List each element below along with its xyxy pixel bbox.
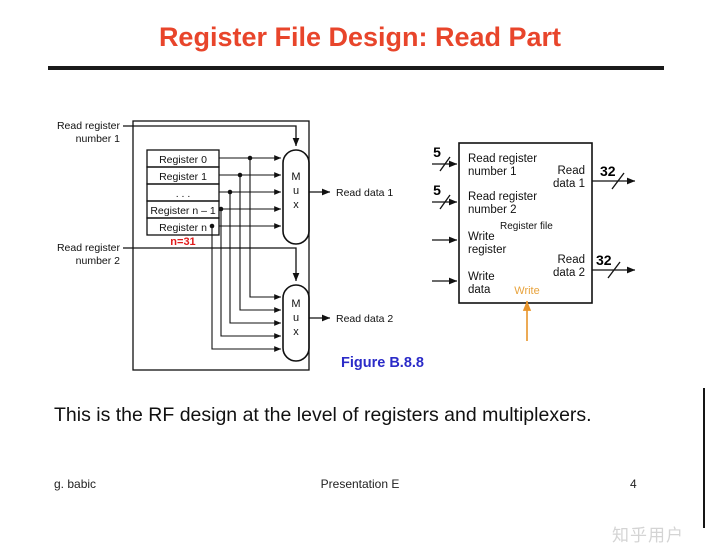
right-input-1-line2: number 1 <box>468 166 517 178</box>
right-output-1-line2: data 1 <box>553 178 585 190</box>
register-label-1: Register 1 <box>159 171 207 183</box>
right-page-rule <box>703 388 705 528</box>
summary-sentence: This is the RF design at the level of re… <box>54 404 592 426</box>
register-label-n-1: Register n – 1 <box>150 205 216 217</box>
footer-presentation: Presentation E <box>320 477 400 491</box>
left-input-2-line1: Read register <box>57 242 121 254</box>
left-input-1-line2: number 1 <box>76 133 121 145</box>
write-control-label: Write <box>514 285 539 297</box>
left-output-2-label: Read data 2 <box>336 313 393 325</box>
right-block-title: Register file <box>500 221 553 232</box>
footer-author: g. babic <box>54 477 97 491</box>
mux1-letter-m: M <box>291 171 300 183</box>
register-label-0: Register 0 <box>159 154 207 166</box>
right-input-3-line1: Write <box>468 231 495 243</box>
register-label-n: Register n <box>159 222 207 234</box>
right-output-1-line1: Read <box>558 165 586 177</box>
mux2-letter-m: M <box>291 298 300 310</box>
register-label-ellipsis: . . . <box>176 188 191 200</box>
n-value-note: n=31 <box>170 236 195 248</box>
mux2-letter-u: u <box>293 312 299 324</box>
mux2-letter-x: x <box>293 326 299 338</box>
right-output-2-line2: data 2 <box>553 267 585 279</box>
right-input-4-line1: Write <box>468 271 495 283</box>
right-input-3-line2: register <box>468 244 507 256</box>
output-width-1: 32 <box>600 163 616 179</box>
right-input-1-line1: Read register <box>468 153 537 165</box>
left-output-1-label: Read data 1 <box>336 187 393 199</box>
right-input-2-line2: number 2 <box>468 204 517 216</box>
input-width-1: 5 <box>433 144 441 160</box>
right-input-4-line2: data <box>468 284 491 296</box>
footer-page-number: 4 <box>630 477 637 491</box>
right-output-2-line1: Read <box>558 254 586 266</box>
left-input-2-line2: number 2 <box>76 255 121 267</box>
page-title: Register File Design: Read Part <box>158 22 562 52</box>
right-input-2-line1: Read register <box>468 191 537 203</box>
watermark: 知乎用户 <box>612 526 684 545</box>
mux1-letter-u: u <box>293 185 299 197</box>
mux1-letter-x: x <box>293 199 299 211</box>
title-divider <box>48 66 664 70</box>
input-width-2: 5 <box>433 182 441 198</box>
output-width-2: 32 <box>596 252 612 268</box>
figure-caption: Figure B.8.8 <box>341 355 424 371</box>
left-input-1-line1: Read register <box>57 120 121 132</box>
